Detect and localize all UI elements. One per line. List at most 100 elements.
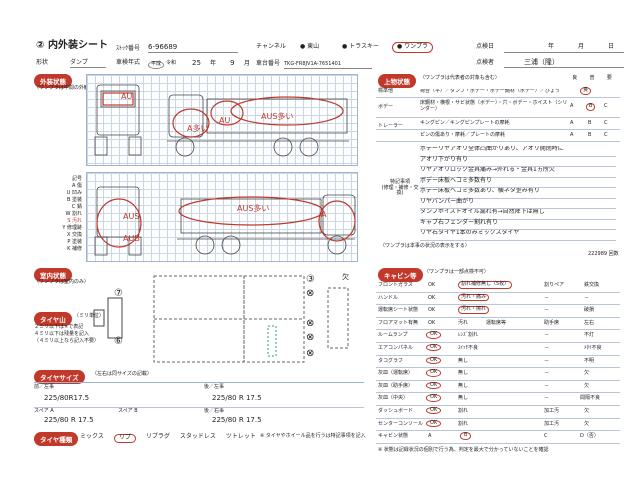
equipment-row-trailer-1: トレーラー キングピン／キングピンプレートの摩耗 A B C xyxy=(376,118,620,130)
tire-front-size[interactable]: 225/80R17.5 xyxy=(44,394,90,402)
note-line: リヤアオリロック金具痛み→外れる・金具1ヵ所欠 xyxy=(420,167,616,178)
interior-mark-x4: ⊗ xyxy=(306,348,315,359)
abc-c[interactable]: C xyxy=(604,103,608,109)
mark-a-many: A多い xyxy=(187,124,209,133)
kind-tsutoretto[interactable]: ツトレット xyxy=(225,433,256,440)
equipment-grade-headers: 良普要 xyxy=(572,75,612,81)
note-line: キャブ右フェンダー割れ有り xyxy=(420,219,616,230)
kind-studless[interactable]: スタッドレス xyxy=(179,433,216,440)
mark-aus-many-bottom: AUS多い xyxy=(237,204,270,213)
note-line: ダンプホイストオイル漏れ有→自然降下は無し xyxy=(420,209,616,220)
cabin-row: エアコンパネル OK ｽｲｯﾁ不良 － ﾒﾀｲ不良 xyxy=(376,343,620,356)
tire-depth-desc: ２ミリ以下は×で表記 ４ミリ以下は残量を記入 （４ミリ以上なら記入不要） xyxy=(34,324,100,344)
note-line: リヤバンパー曲がり xyxy=(420,198,616,209)
channel-label: チャンネル xyxy=(256,43,286,50)
cabin-row: センターコンソール OK 割れ 加工汚 欠 xyxy=(376,419,620,432)
cabin-row: フロントガラス OK 割れ補修無し（5枚） 割りペア 鉄交換 xyxy=(376,280,620,293)
kind-rib[interactable]: リブ xyxy=(113,434,136,443)
stock-number: 6-96689 xyxy=(148,43,238,53)
exterior-tab: 外装状態 xyxy=(34,74,72,88)
mark-aus-many-top: AUS多い xyxy=(261,112,294,121)
notes-title: 特記事項 (修理・補修・交換) xyxy=(381,179,419,196)
equipment-count: 222989 回数 xyxy=(588,251,619,257)
mark-aus-rear: AUS xyxy=(123,212,140,221)
channel-higashiyama[interactable]: ● 東山 xyxy=(300,43,320,50)
title-number: ② xyxy=(36,40,45,51)
channel-wanpura[interactable]: ● ワンプラ xyxy=(392,42,433,53)
tire-sub-label: 前／左事 xyxy=(34,384,55,390)
cab-floor-svg xyxy=(93,275,349,363)
tire-sub-label: 後／左事 xyxy=(204,384,225,390)
month-unit: 月 xyxy=(244,60,251,67)
header-section: ② 内外装シート ｽﾄｯｸ番号 6-96689 形状 ダンプ 車検年式 平成 令… xyxy=(8,6,632,70)
abc-c[interactable]: C xyxy=(604,120,608,126)
tire-size-note: （左右は同サイズの記載） xyxy=(92,371,152,377)
cabin-row: タコグラフ OK 無し － 不明 xyxy=(376,356,620,369)
row-text: 荷台（平）／ダンプ・ボデー・ボデー鋼材（ボデー）／ひょう害 xyxy=(420,89,560,94)
spare-b-size[interactable]: 225/80 R 17.5 xyxy=(212,416,262,424)
abc-b[interactable]: B xyxy=(588,120,592,126)
equipment-footnote: （ワンプラは本事の状況の表示をする） xyxy=(380,243,470,249)
damage-legend: 記号 A 傷 U 凹み B 塗装 C 錆 W 割れ S 汚れ Y 修理跡 X 交… xyxy=(62,176,82,252)
row-cat: ボデー xyxy=(378,104,394,110)
channel-truskey[interactable]: ● トラスキー xyxy=(342,43,380,50)
cabin-row: 灰皿（助手席） OK 無し － 欠 xyxy=(376,381,620,394)
row-text: ピンの傷あり・摩耗／プレートの摩耗 xyxy=(420,132,506,138)
row-text: キングピン／キングピンプレートの摩耗 xyxy=(420,120,510,126)
note-line: アオリ下がり有り xyxy=(420,156,616,167)
interior-mark-missing: 欠 xyxy=(342,273,349,281)
inspector-label: 点検者 xyxy=(476,59,495,66)
note-line: リヤ右タイヤ1本のみミックスタイヤ xyxy=(420,230,616,241)
equipment-tab: 上物状態 xyxy=(378,74,416,88)
exterior-diagram-bottom: AUS AUB AUS多い A xyxy=(86,172,358,262)
interior-note: （ワンプラは室内のみ） xyxy=(34,279,89,285)
abc-b[interactable]: B xyxy=(588,132,592,138)
cabin-tab: キャビン等 xyxy=(378,268,423,282)
kind-mix[interactable]: ミックス xyxy=(80,433,104,440)
tire-kind-options: ミックス リブ リブラグ スタッドレス ツトレット xyxy=(80,433,370,443)
mark-au-side: AU xyxy=(219,116,231,125)
interior-mark-7: ⑦ xyxy=(114,288,123,299)
check-date-line: 年 月 日 xyxy=(504,43,624,53)
form-label: 形状 xyxy=(36,59,49,66)
kind-riblug[interactable]: リブラグ xyxy=(145,433,170,440)
cabin-row: ハンドル OK 汚れ・痛み － － xyxy=(376,293,620,306)
equipment-row-body: ボデー 床鋼材・横根・サビ状態（ボデー）・穴・ボデー・ホイスト（シリンダー） A… xyxy=(376,98,620,118)
exterior-diagram-top: AU A多い AU AUS多い xyxy=(86,74,358,166)
tire-size-tab: タイヤサイズ xyxy=(34,370,85,384)
check-date-label: 点検日 xyxy=(476,43,495,50)
row-cat: トレーラー xyxy=(378,123,404,129)
row-grade[interactable]: 良 xyxy=(580,87,592,95)
row-text: 床鋼材・横根・サビ状態（ボデー）・穴・ボデー・ホイスト（シリンダー） xyxy=(420,100,568,112)
spare-a-size[interactable]: 225/80 R 17.5 xyxy=(44,416,94,424)
cabin-row: ルームランプ OK ﾚﾝｽﾞ割れ － 不灯 xyxy=(376,330,620,343)
spare-a-label: スペア A xyxy=(34,408,54,414)
cabin-row: 灰皿（中央） OK 無し － 間隔不良 xyxy=(376,393,620,406)
tire-kind-tab: タイヤ種類 xyxy=(34,432,79,446)
date-day-unit: 日 xyxy=(608,43,615,50)
cabin-row: フロアマット有無 OK 汚れ 運転席等 助手席 左右 xyxy=(376,318,620,331)
year-unit: 年 xyxy=(210,60,217,67)
spare-b-label: スペア B xyxy=(118,408,138,414)
equipment-rows: 標準他 荷台（平）／ダンプ・ボデー・ボデー鋼材（ボデー）／ひょう害 良 ボデー … xyxy=(376,86,620,142)
abc-a[interactable]: A xyxy=(570,120,574,126)
note-line: ボデーリヤアオリ全体凸曲がりあり、アオリ開閉時に xyxy=(420,146,616,157)
mark-au-front: AU xyxy=(121,92,133,101)
notes-list: ボデーリヤアオリ全体凸曲がりあり、アオリ開閉時に アオリ下がり有り リヤアオリロ… xyxy=(420,146,616,241)
era-heisei: 平成 xyxy=(148,61,165,69)
interior-mark-x3: ⊗ xyxy=(306,332,315,343)
page-title: ② 内外装シート xyxy=(36,40,108,51)
date-month-unit: 月 xyxy=(578,43,585,50)
equipment-row-standard: 標準他 荷台（平）／ダンプ・ボデー・ボデー鋼材（ボデー）／ひょう害 良 xyxy=(376,86,620,98)
tire-rear-size[interactable]: 225/80 R 17.5 xyxy=(212,394,262,402)
tire-depth-unit: （ミリ単位） xyxy=(74,313,105,319)
abc-a[interactable]: A xyxy=(570,132,574,138)
interior-mark-x1: ⊗ xyxy=(306,288,315,299)
interior-mark-x2: ⊗ xyxy=(306,318,315,329)
abc-c[interactable]: C xyxy=(604,132,608,138)
tire-kind-note: ※ タイヤやホイール品を行うは特記事項を記入 xyxy=(260,433,366,439)
tire-divider xyxy=(34,407,364,408)
cabin-row: キャビン状態 A B C D（否） xyxy=(376,431,620,444)
abc-b[interactable]: B xyxy=(586,103,596,111)
abc-a[interactable]: A xyxy=(570,103,574,109)
